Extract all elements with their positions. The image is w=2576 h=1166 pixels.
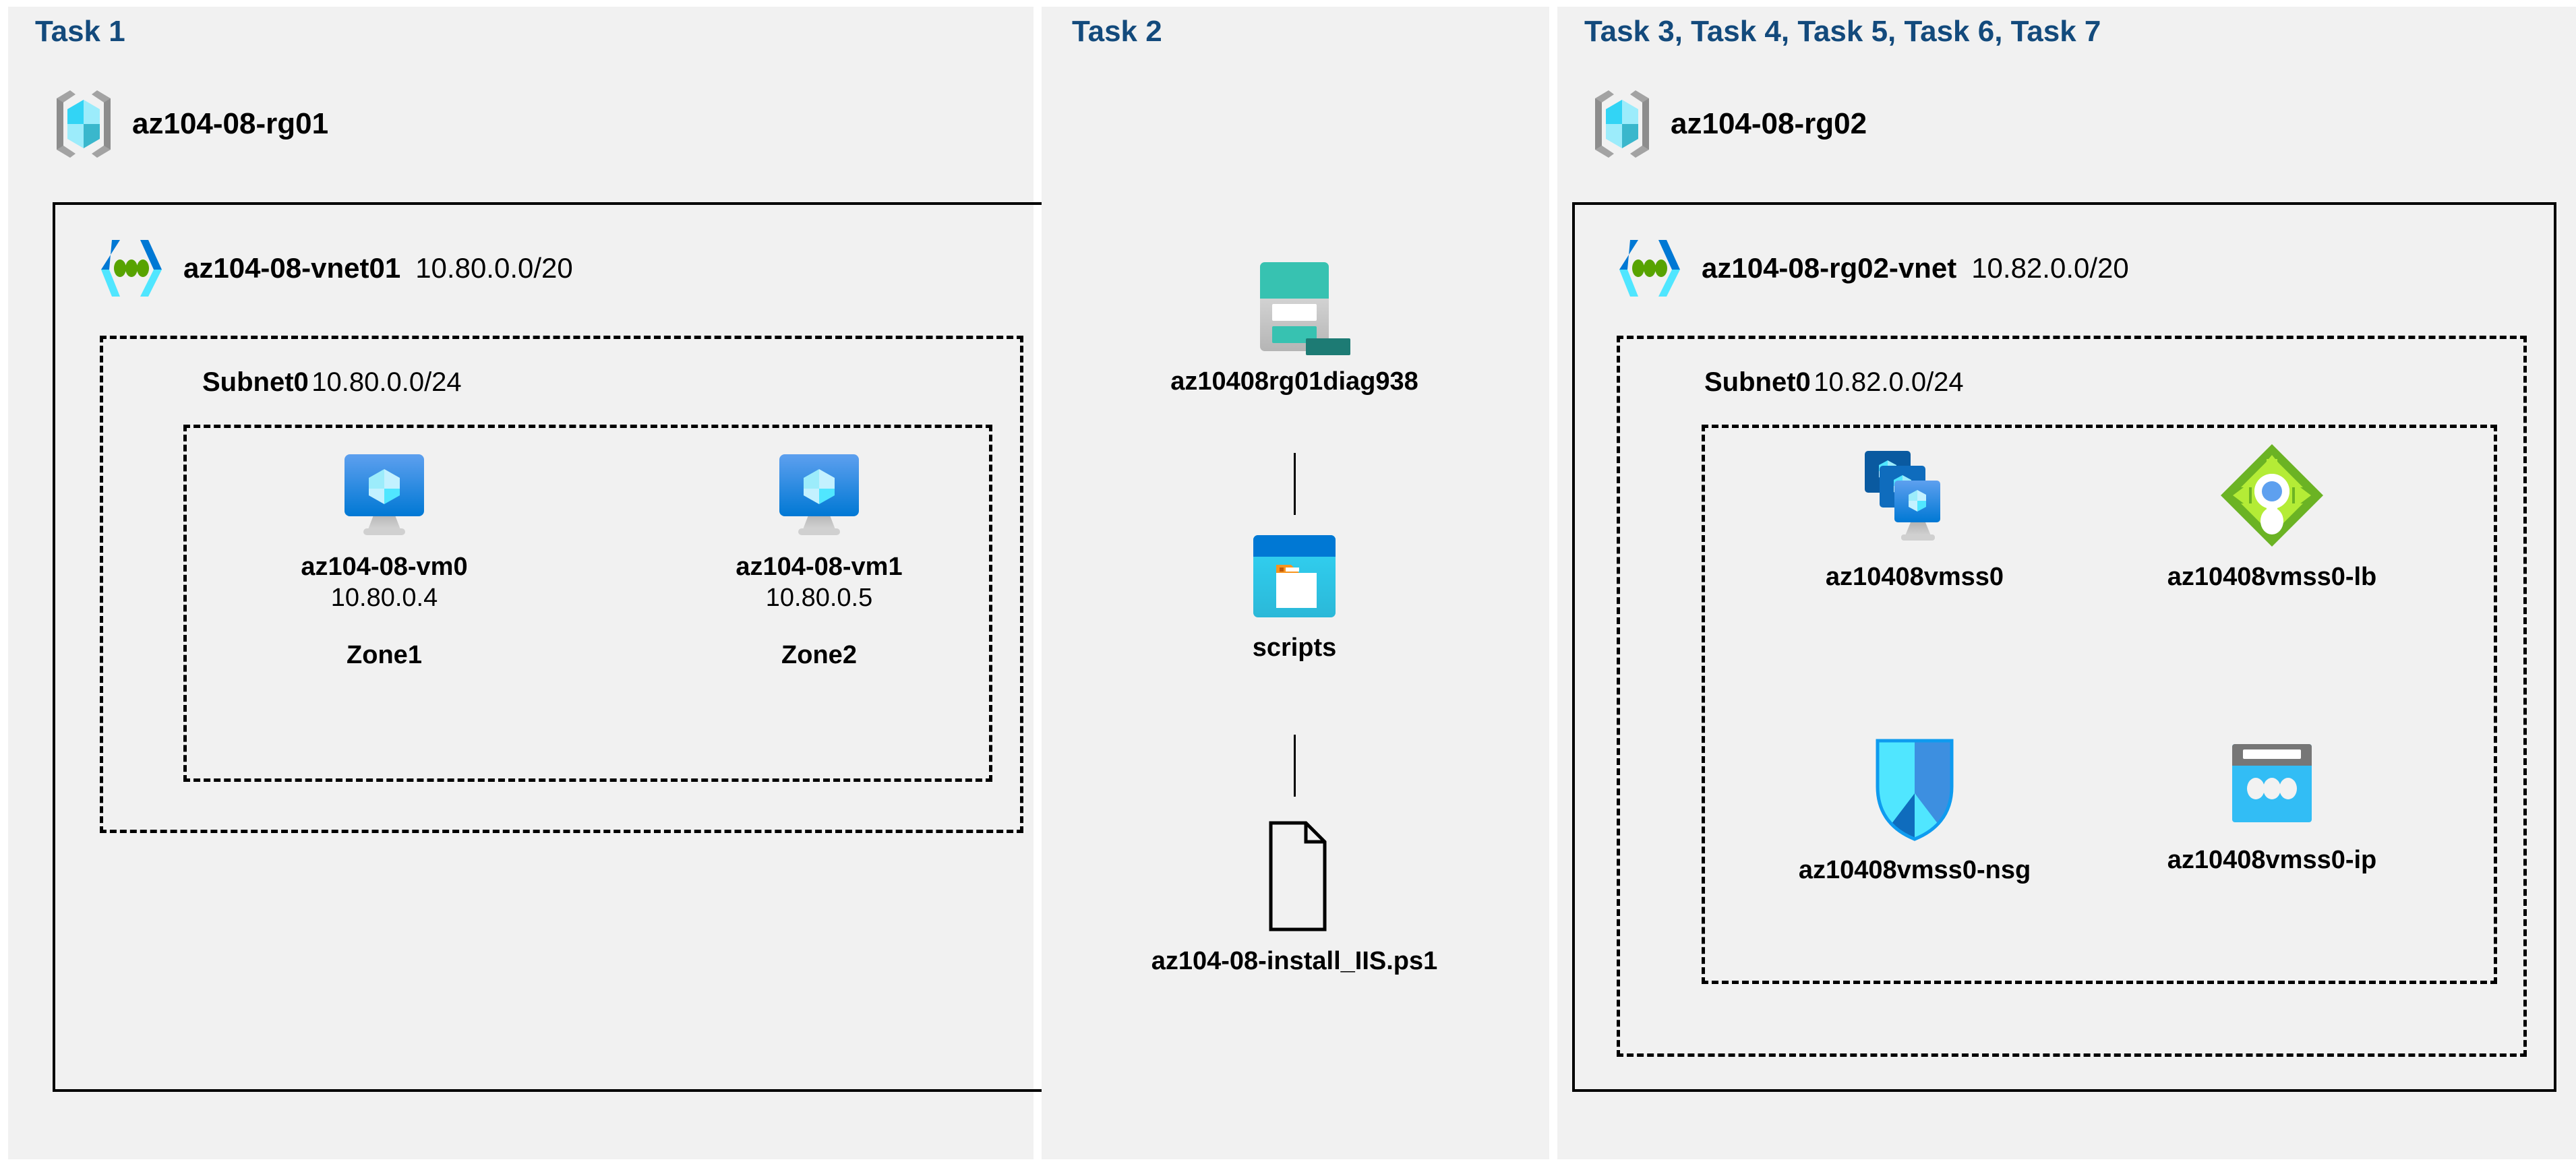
storage-account-icon <box>1257 259 1331 354</box>
storage-account-name: az10408rg01diag938 <box>1170 367 1418 396</box>
task3to7-vnet-name: az104-08-rg02-vnet <box>1702 252 1957 284</box>
task1-subnet-cidr: 10.80.0.0/24 <box>311 367 462 397</box>
vm-node-1: az104-08-vm1 10.80.0.5 Zone2 <box>711 452 927 670</box>
task3to7-resource-group-label: az104-08-rg02 <box>1671 107 1867 140</box>
blob-container-name: scripts <box>1252 634 1337 662</box>
task3to7-resource-group: az104-08-rg02 <box>1591 86 1867 162</box>
task1-vnet-cidr: 10.80.0.0/20 <box>415 252 573 284</box>
nsg-name: az10408vmss0-nsg <box>1798 856 2031 884</box>
task3to7-subnet: Subnet0 10.82.0.0/24 <box>1704 367 1964 398</box>
task3to7-vnet: az104-08-rg02-vnet 10.82.0.0/20 <box>1613 237 2129 299</box>
vm-node-0: az104-08-vm0 10.80.0.4 Zone1 <box>276 452 492 670</box>
load-balancer-icon <box>2218 441 2326 549</box>
virtual-machine-icon <box>334 452 435 539</box>
task1-resource-group: az104-08-rg01 <box>53 86 328 162</box>
vm-node-0-ip: 10.80.0.4 <box>330 584 438 613</box>
virtual-network-icon <box>1613 237 1687 299</box>
vm-node-1-name: az104-08-vm1 <box>736 553 903 581</box>
connector-storage-to-scripts <box>1294 453 1296 515</box>
task1-subnet-box <box>100 336 1023 833</box>
vm-node-1-ip: 10.80.0.5 <box>765 584 873 613</box>
vm-scale-set-icon <box>1861 448 1969 549</box>
task3to7-title: Task 3, Task 4, Task 5, Task 6, Task 7 <box>1584 15 2101 48</box>
task3to7-subnet-name: Subnet0 <box>1704 367 1811 397</box>
panel-task3to7 <box>1557 7 2576 1159</box>
storage-account-node: az10408rg01diag938 <box>1106 259 1483 397</box>
public-ip-node: az10408vmss0-ip <box>2137 741 2407 876</box>
virtual-network-icon <box>94 237 169 299</box>
task1-subnet: Subnet0 10.80.0.0/24 <box>202 367 462 398</box>
vm-node-0-name: az104-08-vm0 <box>301 553 468 581</box>
task1-zones-box <box>183 425 992 782</box>
vmss-name: az10408vmss0 <box>1825 563 2004 591</box>
virtual-machine-icon <box>769 452 870 539</box>
vm-node-1-zone: Zone2 <box>781 640 857 669</box>
load-balancer-name: az10408vmss0-lb <box>2167 563 2377 591</box>
task1-title: Task 1 <box>35 15 125 48</box>
public-ip-address-icon <box>2221 741 2323 832</box>
public-ip-name: az10408vmss0-ip <box>2167 846 2377 874</box>
task1-subnet-name: Subnet0 <box>202 367 309 397</box>
network-security-group-icon <box>1871 738 1958 842</box>
task3to7-resources-box <box>1702 425 2497 984</box>
file-document-node: az104-08-install_IIS.ps1 <box>1079 819 1510 977</box>
task3to7-vnet-box <box>1572 202 2556 1092</box>
blob-container-node: scripts <box>1106 532 1483 663</box>
file-document-name: az104-08-install_IIS.ps1 <box>1151 947 1438 975</box>
storage-account-stripe <box>1306 338 1350 355</box>
task1-vnet: az104-08-vnet01 10.80.0.0/20 <box>94 237 573 299</box>
task1-resource-group-label: az104-08-rg01 <box>132 107 329 140</box>
vmss-node: az10408vmss0 <box>1780 448 2049 592</box>
resource-group-icon <box>53 86 115 162</box>
resource-group-icon <box>1591 86 1653 162</box>
blob-container-icon <box>1251 532 1338 620</box>
task3to7-vnet-cidr: 10.82.0.0/20 <box>1971 252 2129 284</box>
load-balancer-node: az10408vmss0-lb <box>2137 441 2407 592</box>
task1-vnet-name: az104-08-vnet01 <box>183 252 401 284</box>
task3to7-subnet-cidr: 10.82.0.0/24 <box>1814 367 1964 397</box>
panel-task1 <box>8 7 1034 1159</box>
task2-title: Task 2 <box>1072 15 1162 48</box>
connector-scripts-to-file <box>1294 735 1296 797</box>
file-document-icon <box>1251 819 1338 933</box>
task3to7-subnet-box <box>1617 336 2527 1057</box>
vm-node-0-zone: Zone1 <box>347 640 422 669</box>
nsg-node: az10408vmss0-nsg <box>1780 738 2049 886</box>
